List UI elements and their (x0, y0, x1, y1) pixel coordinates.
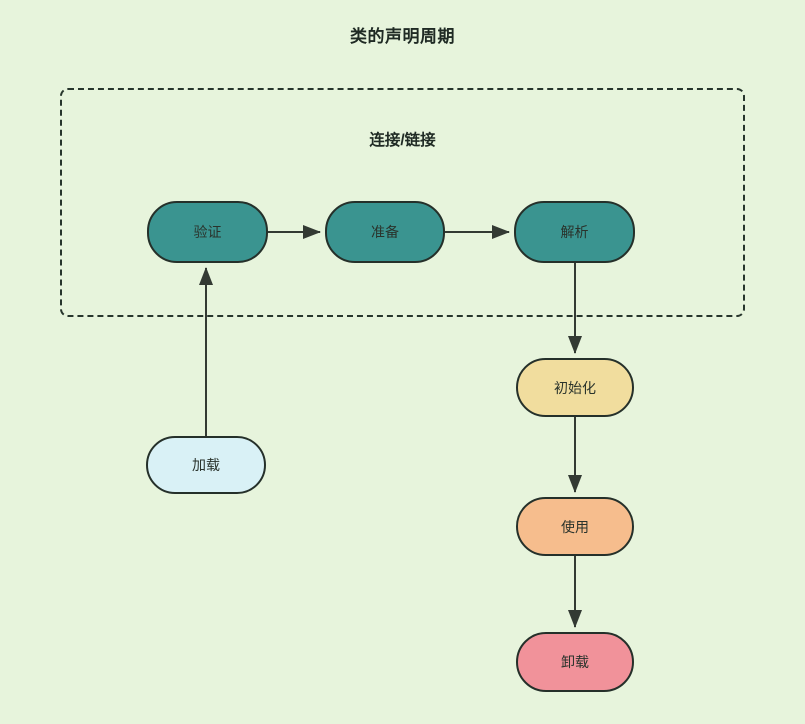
node-prepare[interactable]: 准备 (325, 201, 445, 263)
node-load[interactable]: 加载 (146, 436, 266, 494)
page-title: 类的声明周期 (350, 27, 455, 46)
node-use[interactable]: 使用 (516, 497, 634, 556)
subgraph-linking-container (60, 88, 745, 317)
node-resolve[interactable]: 解析 (514, 201, 635, 263)
subgraph-label: 连接/链接 (369, 132, 436, 149)
node-initialize[interactable]: 初始化 (516, 358, 634, 417)
node-verify[interactable]: 验证 (147, 201, 268, 263)
node-unload[interactable]: 卸载 (516, 632, 634, 692)
